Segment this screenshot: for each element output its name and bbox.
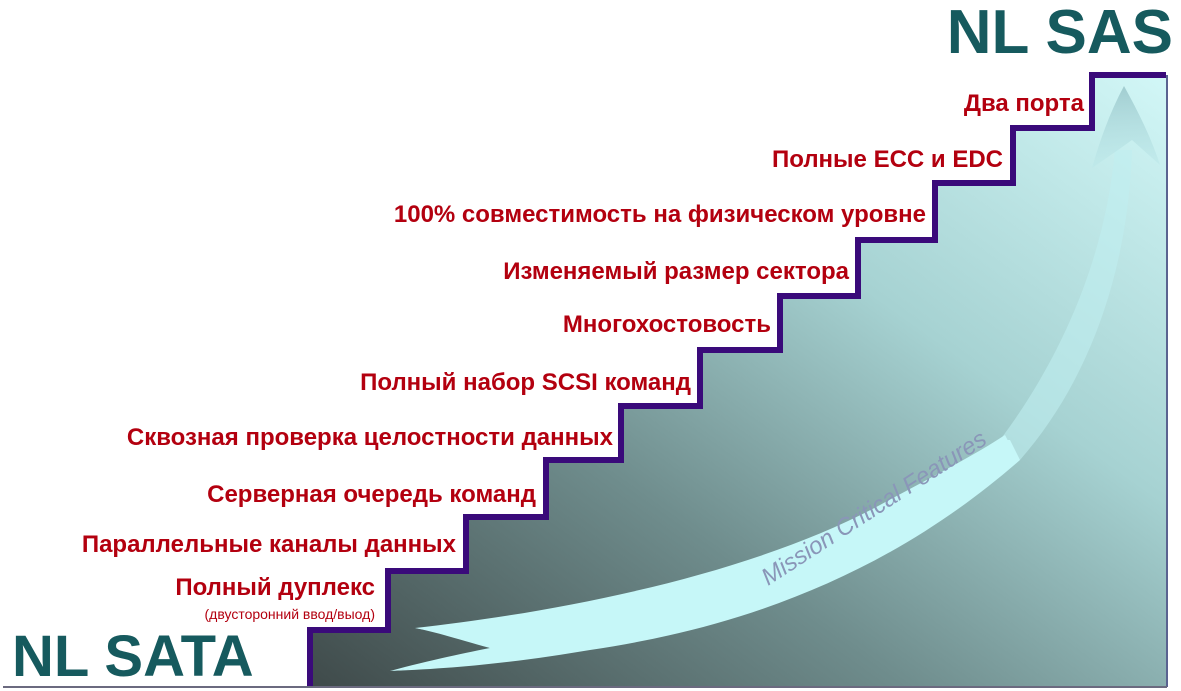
step-label-ecc-edc: Полные ECC и EDC xyxy=(772,146,1003,173)
step-label-dual-port: Два порта xyxy=(963,90,1084,117)
step-label-physical-compat: 100% совместимость на физическом уровне xyxy=(393,201,926,228)
title-nl-sata: NL SATA xyxy=(12,624,254,689)
arrow-swoosh-band xyxy=(390,435,1018,671)
step-sublabel-full-duplex: (двусторонний ввод/выод) xyxy=(204,606,375,622)
step-label-server-queue: Серверная очередь команд xyxy=(207,481,536,508)
staircase-fill xyxy=(310,75,1166,686)
step-label-multi-host: Многохостовость xyxy=(562,311,771,338)
step-label-variable-sector: Изменяемый размер сектора xyxy=(503,258,849,285)
title-nl-sas: NL SAS xyxy=(946,0,1173,67)
step-label-end-to-end-integrity: Сквозная проверка целостности данных xyxy=(126,424,613,451)
arrow-head xyxy=(1092,86,1160,168)
arrow-upper-body xyxy=(1000,150,1132,460)
staircase-line xyxy=(307,72,1166,686)
step-label-full-duplex: Полный дуплекс xyxy=(175,574,375,601)
arrow-swoosh xyxy=(390,440,1020,671)
step-label-full-scsi: Полный набор SCSI команд xyxy=(360,369,691,396)
step-label-parallel-channels: Параллельные каналы данных xyxy=(81,531,456,558)
